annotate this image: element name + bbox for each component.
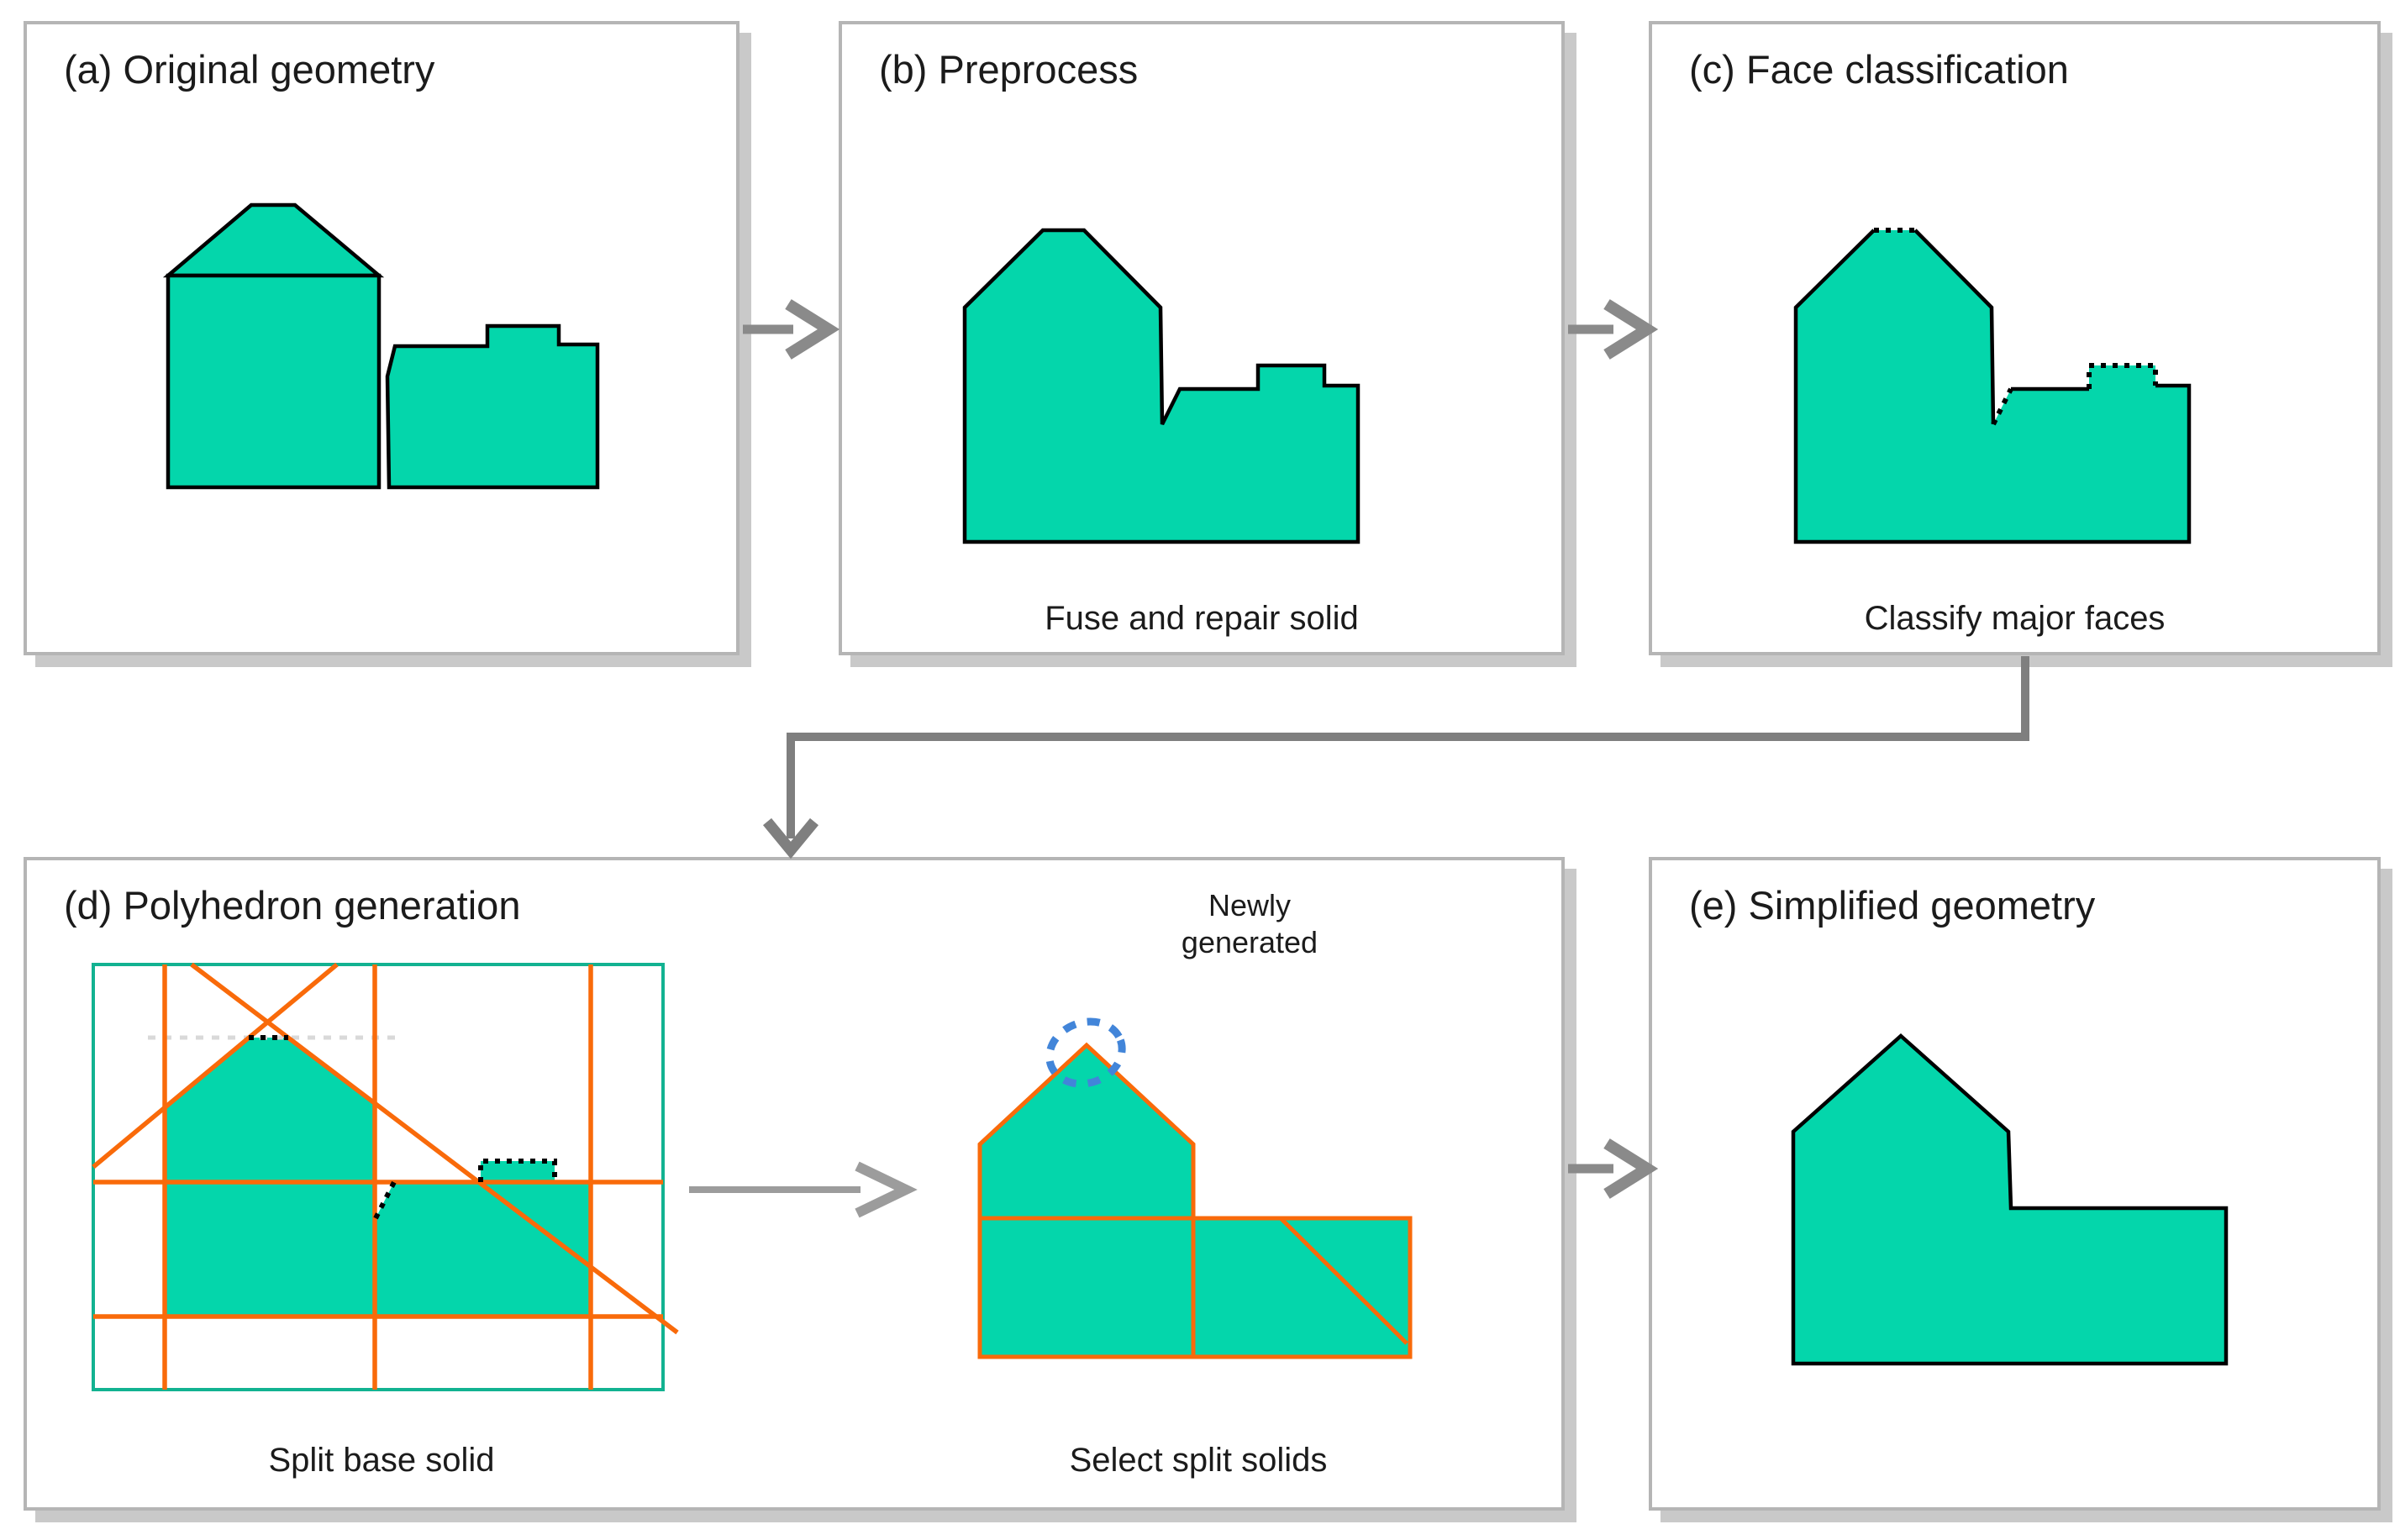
panel-a-title: (a) Original geometry <box>64 47 435 92</box>
selected-solids-outline <box>977 1042 1413 1359</box>
fused-solid <box>962 228 1361 544</box>
connector-c-to-d-head <box>762 817 819 859</box>
arrow-b-to-c-head <box>1603 299 1659 360</box>
bounding-box <box>92 963 665 1391</box>
original-roof-solid <box>162 202 385 278</box>
simplified-geometry-drawing <box>1791 1033 2229 1366</box>
panel-d-caption-left: Split base solid <box>268 1442 495 1479</box>
simplified-solid <box>1791 1033 2229 1366</box>
face-classification-drawing <box>1793 228 2192 544</box>
panel-d-title: (d) Polyhedron generation <box>64 883 521 928</box>
minor-face-bump-dotted <box>2087 363 2158 389</box>
panel-b-caption: Fuse and repair solid <box>1045 600 1359 637</box>
connector-c-to-d <box>787 656 2029 838</box>
selected-solids-internal-splits <box>980 1216 1408 1357</box>
split-line-roof-left <box>92 962 339 1169</box>
newly-generated-annotation: Newly generated <box>1128 887 1371 961</box>
panel-original-geometry: (a) Original geometry <box>24 21 739 655</box>
panel-preprocess: (b) Preprocess Fuse and repair solid <box>839 21 1565 655</box>
panel-simplified-geometry: (e) Simplified geometry <box>1649 857 2381 1511</box>
polyhedron-generation-drawing <box>92 962 1413 1391</box>
panel-c-title: (c) Face classification <box>1689 47 2069 92</box>
original-geometry-drawing <box>162 202 600 490</box>
annotation-line-1: Newly <box>1208 888 1291 922</box>
split-lines <box>92 962 679 1390</box>
internal-split-diagonal <box>1279 1217 1408 1345</box>
annotation-line-2: generated <box>1181 925 1318 959</box>
preprocess-drawing <box>962 228 1361 544</box>
original-annex-solid <box>385 323 600 490</box>
panel-c-caption: Classify major faces <box>1864 600 2166 637</box>
panel-polyhedron-generation: (d) Polyhedron generation Newly generate… <box>24 857 1565 1511</box>
panel-d-caption-right: Select split solids <box>1069 1442 1328 1479</box>
split-line-roof-right <box>190 962 679 1335</box>
major-face-edges-right <box>1913 229 1996 425</box>
arrow-d-to-e-head <box>1603 1138 1659 1199</box>
panel-e-title: (e) Simplified geometry <box>1689 883 2096 928</box>
panel-face-classification: (c) Face classification Classify major f… <box>1649 21 2381 655</box>
internal-arrow-head <box>855 1161 918 1218</box>
base-solid-fill <box>165 1038 591 1317</box>
newly-generated-ellipse <box>1045 1017 1126 1088</box>
original-tower-solid <box>166 273 382 490</box>
arrow-a-to-b-head <box>785 299 840 360</box>
panel-b-title: (b) Preprocess <box>879 47 1139 92</box>
major-face-edges <box>1793 229 2192 544</box>
